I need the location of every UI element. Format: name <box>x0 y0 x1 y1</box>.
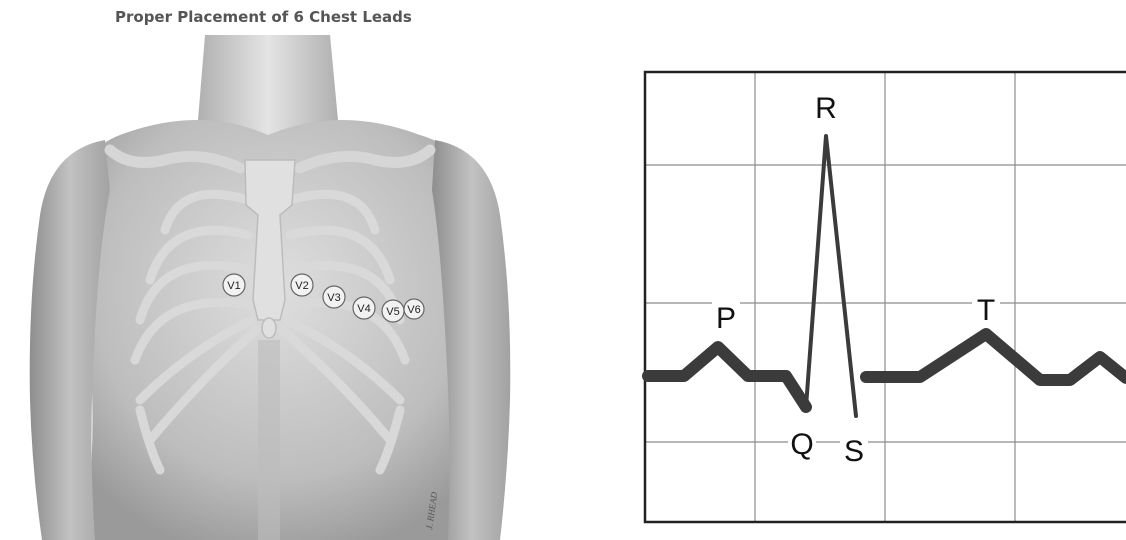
wave-label-r: R <box>815 92 837 125</box>
wave-label-s: S <box>844 435 864 468</box>
wave-label-q: Q <box>790 428 813 461</box>
ecg-trace <box>648 136 1126 416</box>
wave-label-t: T <box>977 294 995 327</box>
wave-label-p: P <box>716 302 736 335</box>
